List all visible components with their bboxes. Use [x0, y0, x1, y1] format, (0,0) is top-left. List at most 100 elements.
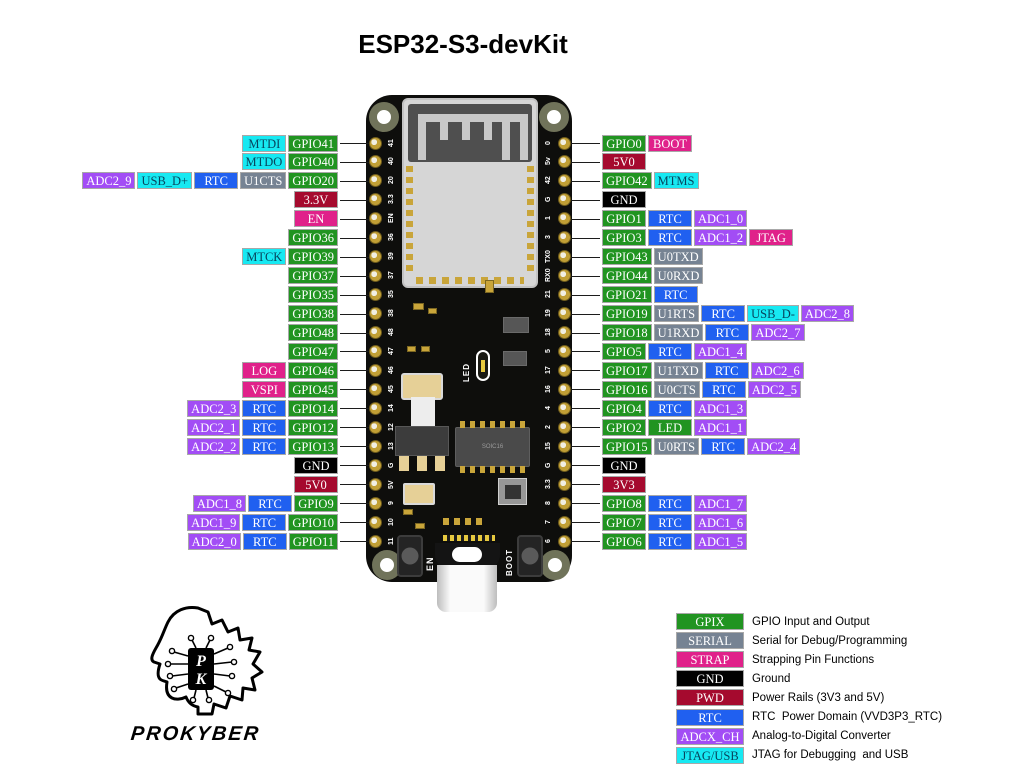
pin-row-left-12: GPIO47	[0, 342, 338, 360]
ceramic-capacitor	[403, 483, 435, 505]
legend-desc: Analog-to-Digital Converter	[752, 730, 891, 743]
silkscreen-label: 3	[545, 235, 552, 240]
pin-label-ADC2_5: ADC2_5	[747, 380, 802, 398]
connector-line	[571, 237, 600, 239]
pin-hole	[368, 155, 382, 169]
connector-line	[340, 503, 370, 505]
connector-line	[571, 143, 600, 144]
pin-label-GND: GND	[602, 191, 646, 209]
regulator-leg	[435, 456, 445, 471]
pin-label-GPIO43: GPIO43	[602, 248, 652, 266]
pin-label-GPIO4: GPIO4	[602, 399, 646, 417]
connector-line	[340, 484, 370, 486]
silkscreen-label: 8	[545, 501, 552, 506]
pin-label-GPIO0: GPIO0	[602, 134, 646, 152]
board: LED SOIC16	[366, 95, 572, 612]
legend-desc: JTAG for Debugging and USB	[752, 749, 909, 762]
connector-line	[340, 351, 370, 353]
pin-label-GND: GND	[294, 456, 338, 474]
silkscreen-label: G	[388, 462, 395, 468]
voltage-regulator	[395, 426, 449, 456]
pin-hole	[368, 231, 382, 245]
connector-line	[571, 465, 600, 467]
silkscreen-label: 7	[545, 520, 552, 524]
pin-hole	[557, 155, 571, 169]
pin-label-RTC: RTC	[242, 532, 287, 550]
silkscreen-label: 6	[545, 539, 552, 543]
pin-hole	[368, 174, 382, 188]
silkscreen-label: 45	[388, 385, 395, 394]
pin-label-GPIO17: GPIO17	[602, 361, 652, 379]
pin-hole	[368, 382, 382, 396]
pin-label-ADC1_9: ADC1_9	[187, 513, 241, 531]
pin-label-RTC: RTC	[242, 437, 287, 455]
pin-label-GPIO11: GPIO11	[288, 532, 338, 550]
brand-wordmark: PROKYBER	[129, 723, 262, 745]
pin-hole	[557, 515, 571, 529]
tantalum-capacitor	[401, 373, 443, 400]
pin-label-GND: GND	[602, 456, 646, 474]
pin-label-GPIO2: GPIO2	[602, 418, 646, 436]
logo-circuit-traces	[170, 639, 233, 699]
legend-swatch-JTAG/USB: JTAG/USB	[676, 746, 744, 764]
pin-label-RTC: RTC	[194, 172, 239, 190]
pin-hole	[368, 477, 382, 491]
castellation-strip	[416, 277, 524, 284]
connector-line	[571, 218, 600, 220]
logo-circuit-nodes	[164, 634, 238, 704]
pin-hole	[557, 344, 571, 358]
pin-label-RTC: RTC	[653, 286, 698, 304]
pin-label-GPIO6: GPIO6	[602, 532, 646, 550]
pin-label-LOG: LOG	[242, 361, 287, 379]
pin-label-U1TXD: U1TXD	[653, 361, 703, 379]
silkscreen-label: 46	[388, 366, 395, 375]
pin-hole	[557, 363, 571, 377]
pin-hole	[557, 231, 571, 245]
connector-line	[340, 427, 370, 429]
pin-label-GPIO9: GPIO9	[294, 494, 338, 512]
usb-shell	[435, 543, 500, 569]
chip-marking: SOIC16	[481, 444, 504, 450]
connector-line	[571, 332, 600, 334]
connector-line	[340, 465, 370, 467]
pin-label-ADC2_1: ADC2_1	[187, 418, 241, 436]
pin-row-right-2: 5V0	[602, 153, 646, 171]
pin-label-GPIO39: GPIO39	[288, 248, 338, 266]
pin-hole	[557, 250, 571, 264]
connector-line	[340, 294, 370, 296]
silkscreen-label: 39	[388, 252, 395, 261]
regulator-tab	[411, 397, 435, 426]
pin-row-right-4: GND	[602, 191, 646, 209]
silkscreen-label: 5V	[388, 479, 395, 489]
boot-button-cap	[521, 547, 539, 565]
mounting-hole	[369, 102, 399, 132]
pin-hole	[368, 193, 382, 207]
silkscreen-label: 3.3	[545, 479, 552, 489]
sot23-transistor	[503, 317, 529, 333]
connector-line	[340, 522, 370, 523]
en-button-cap	[401, 547, 419, 565]
pin-hole	[368, 326, 382, 339]
passive-component	[428, 308, 437, 314]
pin-hole	[368, 420, 382, 434]
prokyber-logo: P K	[138, 600, 268, 727]
pin-label-ADC2_0: ADC2_0	[187, 532, 241, 550]
silkscreen-label: 14	[388, 404, 395, 413]
pin-label-U0TXD: U0TXD	[653, 248, 703, 266]
pin-label-ADC2_6: ADC2_6	[750, 361, 804, 379]
silkscreen-label: 40	[388, 158, 395, 166]
silkscreen-label: 18	[545, 328, 552, 337]
connector-line	[571, 370, 600, 372]
pin-hole	[557, 382, 571, 396]
connector-line	[571, 294, 600, 296]
silkscreen-label: 17	[545, 366, 552, 375]
pin-hole	[368, 136, 382, 150]
